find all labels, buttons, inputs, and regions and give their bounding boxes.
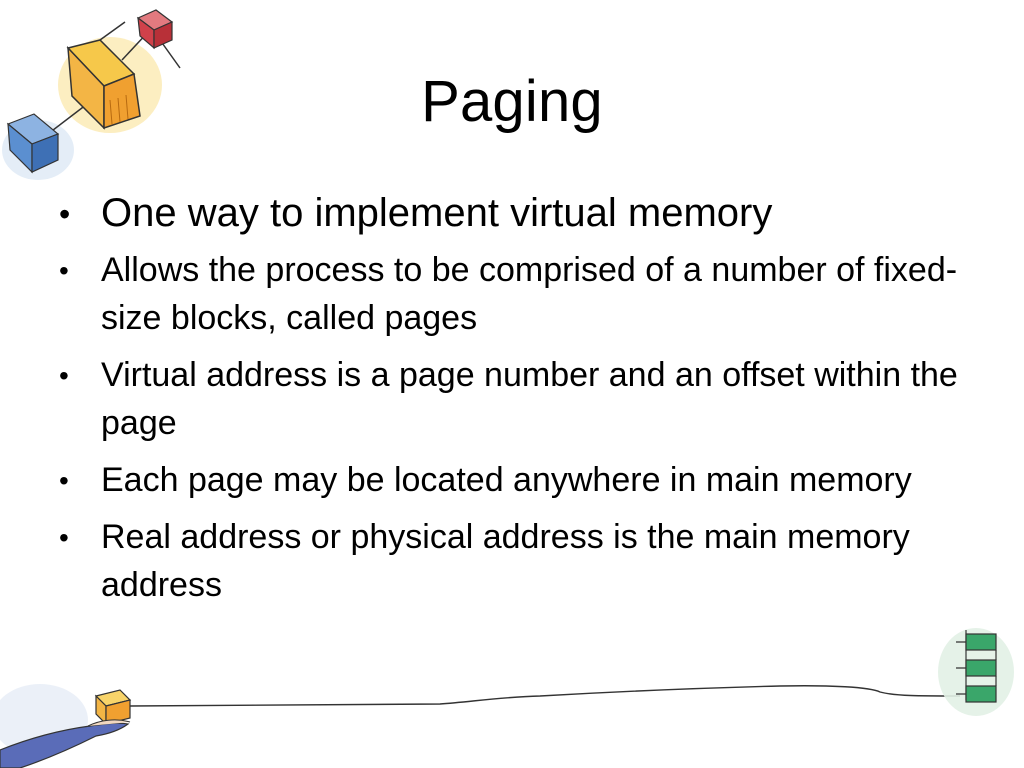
bullet-dot: • [59, 196, 71, 232]
bullet-item: • Allows the process to be comprised of … [55, 246, 975, 342]
bullet-item: • Real address or physical address is th… [55, 513, 975, 609]
bullet-dot: • [59, 465, 69, 496]
hand-with-cube-illustration [0, 684, 132, 768]
cube-chain-illustration [2, 9, 181, 180]
bullet-dot: • [59, 255, 69, 286]
bullet-text: Each page may be located anywhere in mai… [101, 461, 912, 499]
bullet-dot: • [59, 360, 69, 391]
bullet-text: Virtual address is a page number and an … [101, 356, 958, 442]
slide-title: Paging [421, 69, 603, 134]
bullet-text: Real address or physical address is the … [101, 518, 910, 604]
bullet-item: • Virtual address is a page number and a… [55, 351, 975, 447]
bullet-text: Allows the process to be comprised of a … [101, 251, 958, 337]
bullet-item: • One way to implement virtual memory [55, 188, 975, 238]
flowchart-icon [938, 628, 1014, 716]
footer-rule [129, 685, 961, 707]
bullet-dot: • [59, 522, 69, 553]
bullet-text: One way to implement virtual memory [101, 191, 773, 235]
bullet-list: • One way to implement virtual memory • … [55, 188, 975, 618]
bullet-item: • Each page may be located anywhere in m… [55, 456, 975, 504]
